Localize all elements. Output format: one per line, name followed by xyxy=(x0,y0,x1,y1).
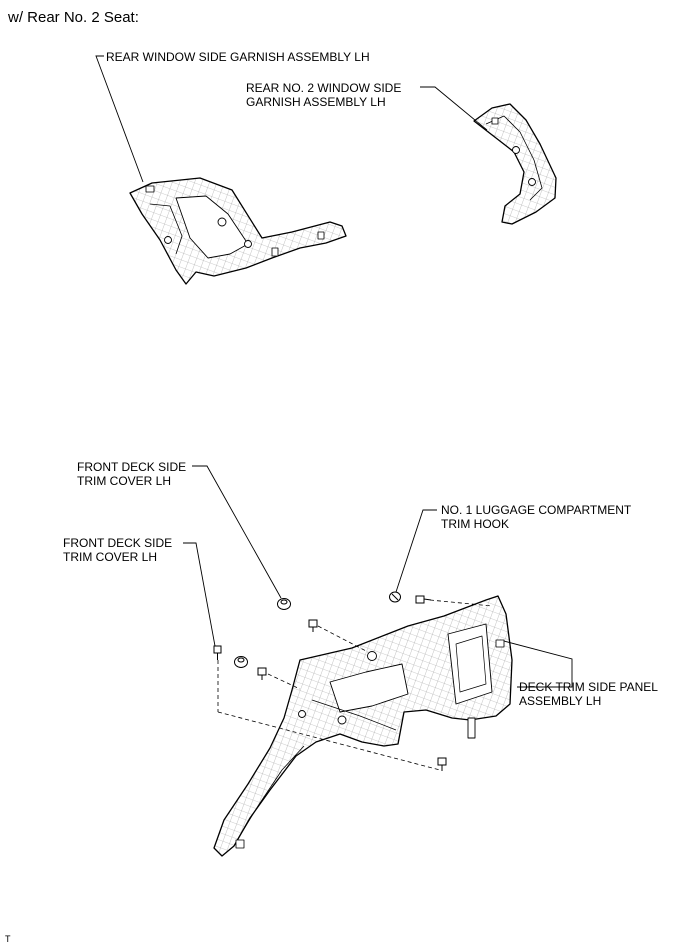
label-luggage-compartment-trim-hook: NO. 1 LUGGAGE COMPARTMENT TRIM HOOK xyxy=(441,503,631,531)
label-line: TRIM HOOK xyxy=(441,517,509,531)
label-line: FRONT DECK SIDE xyxy=(77,460,187,474)
leader-trim-hook xyxy=(395,509,437,593)
label-line: TRIM COVER LH xyxy=(63,550,158,564)
label-rear-no2-window-side-garnish: REAR NO. 2 WINDOW SIDE GARNISH ASSEMBLY … xyxy=(246,81,401,109)
leader-rear-no2-garnish xyxy=(420,86,488,131)
label-line: REAR WINDOW SIDE GARNISH ASSEMBLY LH xyxy=(106,50,370,64)
leader-front-deck-cover-a xyxy=(192,465,282,599)
footer-mark: T xyxy=(5,934,11,944)
rear-window-side-garnish-part xyxy=(129,177,347,285)
deck-trim-side-panel-part xyxy=(213,595,513,857)
label-front-deck-side-trim-cover-a: FRONT DECK SIDE TRIM COVER LH xyxy=(77,460,186,488)
trim-cover-clip-b xyxy=(234,656,248,668)
trim-cover-clip-a xyxy=(277,598,291,610)
label-line: GARNISH ASSEMBLY LH xyxy=(246,95,386,109)
leader-lines xyxy=(95,55,573,688)
pin-left xyxy=(213,645,222,660)
label-line: DECK TRIM SIDE PANEL xyxy=(519,680,658,694)
screw-bottom xyxy=(437,757,447,771)
leader-rear-window-garnish xyxy=(95,55,144,183)
screw-upper-left xyxy=(308,619,318,632)
label-rear-window-side-garnish: REAR WINDOW SIDE GARNISH ASSEMBLY LH xyxy=(106,50,370,64)
label-front-deck-side-trim-cover-b: FRONT DECK SIDE TRIM COVER LH xyxy=(63,536,172,564)
leader-deck-trim-panel xyxy=(499,639,573,688)
diagram-title: w/ Rear No. 2 Seat: xyxy=(8,9,139,26)
label-line: TRIM COVER LH xyxy=(77,474,172,488)
label-line: ASSEMBLY LH xyxy=(519,694,602,708)
label-line: REAR NO. 2 WINDOW SIDE xyxy=(246,81,402,95)
luggage-trim-hook-part xyxy=(389,591,401,603)
label-deck-trim-side-panel: DECK TRIM SIDE PANEL ASSEMBLY LH xyxy=(519,680,658,708)
rear-no2-window-side-garnish-part xyxy=(473,103,557,225)
label-line: NO. 1 LUGGAGE COMPARTMENT xyxy=(441,503,632,517)
leader-front-deck-cover-b xyxy=(183,542,216,647)
screw-left xyxy=(257,667,267,680)
label-line: FRONT DECK SIDE xyxy=(63,536,173,550)
screw-top xyxy=(415,595,432,604)
